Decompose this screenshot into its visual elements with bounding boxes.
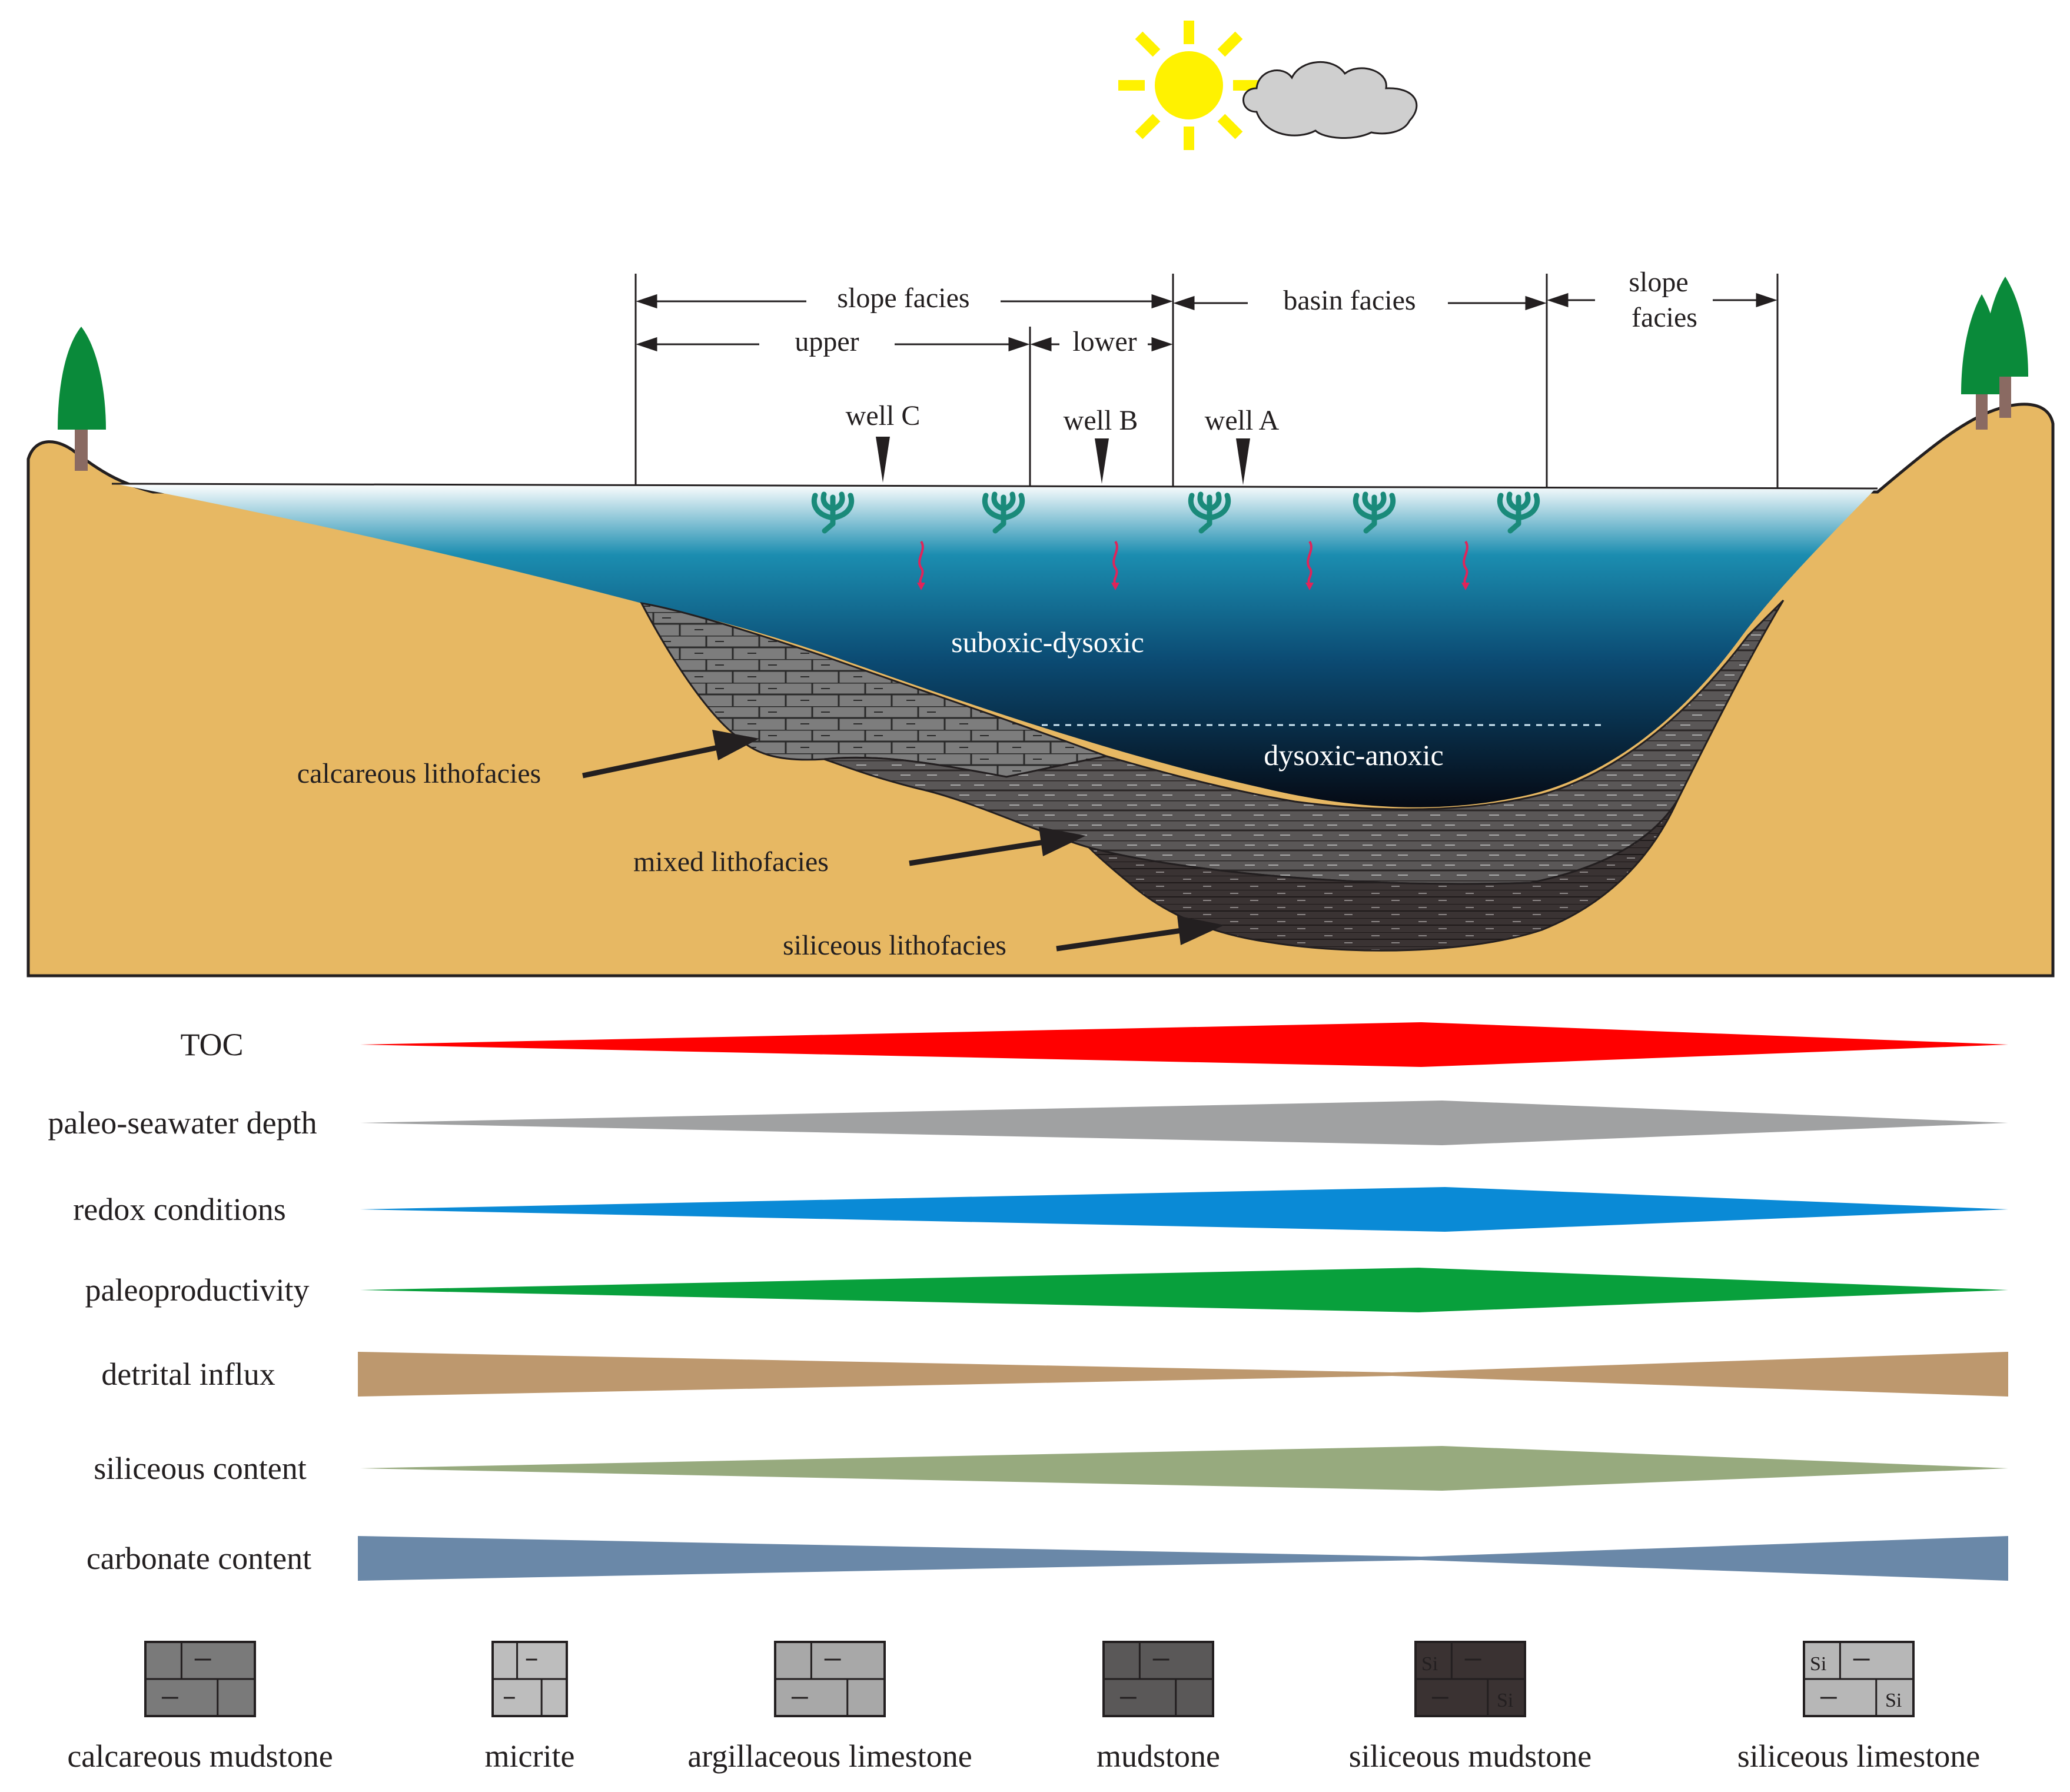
well-a-marker <box>1236 438 1250 485</box>
trend-label: paleoproductivity <box>85 1272 310 1308</box>
worm-icon <box>1111 540 1119 590</box>
trend-label: carbonate content <box>87 1541 311 1576</box>
worm-icon <box>1305 540 1314 590</box>
trend-rows: TOC paleo-seawater depth redox conditions p… <box>48 1022 2008 1581</box>
legend-si-mark: Si <box>1810 1653 1826 1675</box>
legend-si-mark: Si <box>1885 1690 1902 1711</box>
well-a-label: well A <box>1205 405 1280 436</box>
trend-label: paleo-seawater depth <box>48 1105 317 1141</box>
tree-icon-left <box>58 327 106 471</box>
legend-label: mudstone <box>1097 1738 1220 1774</box>
legend-si-mark: Si <box>1421 1653 1438 1675</box>
lithology-legend: calcareous mudstone micrite argillaceous l… <box>67 1641 1980 1774</box>
zone-boundary-lines <box>634 274 1779 488</box>
legend-label: calcareous mudstone <box>67 1738 333 1774</box>
zone-label-basin: basin facies <box>1283 285 1416 316</box>
water-zone-upper-label: suboxic-dysoxic <box>951 626 1144 659</box>
legend-si-mark: Si <box>1497 1690 1513 1711</box>
trend-label: siliceous content <box>94 1451 306 1486</box>
zone-label-upper: upper <box>795 326 859 357</box>
mixed-pointer <box>909 827 1086 866</box>
trend-shape <box>360 1101 2008 1145</box>
legend-item: calcareous mudstone <box>67 1641 333 1774</box>
tree-icon-right <box>1961 277 2028 430</box>
algae-icon <box>982 491 1025 534</box>
zone-label-slope-right-2: facies <box>1632 302 1697 333</box>
legend-item: argillaceous limestone <box>687 1641 972 1774</box>
algae-icon <box>1353 491 1396 534</box>
siliceous-lithofacies-label: siliceous lithofacies <box>783 930 1006 961</box>
legend-item: mudstone <box>1097 1641 1220 1774</box>
algae-icon <box>1497 491 1540 534</box>
trend-shape <box>358 1536 2008 1581</box>
zone-label-slope-left: slope facies <box>837 282 969 314</box>
algae-icon <box>1188 491 1231 534</box>
well-c-marker <box>876 437 890 483</box>
siliceous-pointer <box>1056 916 1224 952</box>
trend-shape <box>360 1446 2008 1491</box>
calcareous-pointer <box>582 730 759 779</box>
worm-icon <box>917 540 925 590</box>
legend-label: siliceous mudstone <box>1349 1738 1591 1774</box>
legend-label: argillaceous limestone <box>687 1738 972 1774</box>
zone-label-lower: lower <box>1072 326 1137 357</box>
well-b-marker <box>1095 438 1109 484</box>
worm-icons <box>917 540 1470 590</box>
zone-label-slope-right-1: slope <box>1629 267 1688 298</box>
cloud-icon <box>1242 61 1418 139</box>
algae-icons <box>811 491 1540 534</box>
sun-icon <box>1118 21 1260 150</box>
trend-shape <box>360 1022 2008 1067</box>
worm-icon <box>1461 540 1470 590</box>
water-surface-line <box>111 483 1878 490</box>
trend-shape <box>360 1187 2008 1232</box>
water-zone-lower-label: dysoxic-anoxic <box>1264 739 1443 772</box>
well-c-label: well C <box>846 400 921 431</box>
trend-shape <box>360 1268 2008 1312</box>
well-b-label: well B <box>1064 405 1138 436</box>
legend-label: micrite <box>485 1738 575 1774</box>
water-body <box>115 484 1875 807</box>
legend-item: micrite <box>485 1641 575 1774</box>
trend-label: detrital influx <box>101 1357 275 1392</box>
algae-icon <box>811 491 855 534</box>
trend-label: TOC <box>180 1027 243 1062</box>
legend-label: siliceous limestone <box>1737 1738 1980 1774</box>
trend-shape <box>358 1352 2008 1397</box>
zone-arrows <box>636 292 1777 352</box>
mixed-lithofacies-label: mixed lithofacies <box>633 846 829 877</box>
trend-label: redox conditions <box>73 1192 285 1227</box>
calcareous-lithofacies-label: calcareous lithofacies <box>297 758 541 789</box>
